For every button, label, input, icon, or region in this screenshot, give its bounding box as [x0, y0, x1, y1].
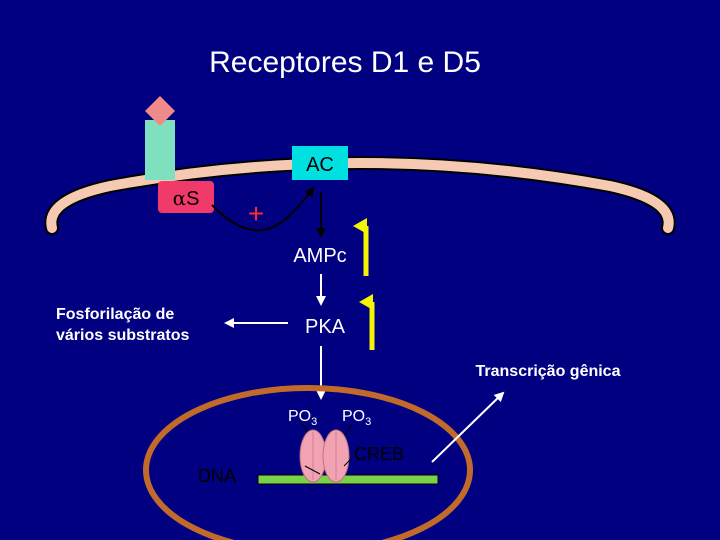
creb-binding-line-right [343, 457, 353, 467]
page-title: Receptores D1 e D5 [209, 46, 481, 79]
creb-binding-line-left [304, 465, 321, 475]
membrane-outline [44, 156, 676, 235]
dna-label: DNA [198, 466, 236, 486]
gs-alpha-box [158, 181, 214, 213]
gs-alpha-label: αS [173, 186, 200, 210]
ac-box [292, 146, 348, 180]
ac-label: AC [306, 154, 334, 176]
nucleus [143, 385, 473, 540]
receptor [145, 120, 175, 180]
transcription-label: Transcrição gênica [476, 363, 621, 380]
cell-membrane [46, 158, 674, 233]
ampc-label: AMPc [293, 245, 346, 267]
pka-label: PKA [305, 316, 346, 338]
dna-strand [257, 474, 439, 485]
phosphorylation-line2: vários substratos [56, 327, 189, 344]
phosphorylation-line1: Fosforilação de [56, 306, 174, 323]
creb-label: CREB [354, 444, 404, 464]
activation-arrow [211, 186, 315, 232]
ligand [145, 96, 175, 126]
transcription-arrow [431, 391, 505, 463]
po3-right: PO3 [342, 408, 371, 428]
plus-sign: + [248, 198, 264, 229]
po3-left: PO3 [288, 408, 317, 428]
